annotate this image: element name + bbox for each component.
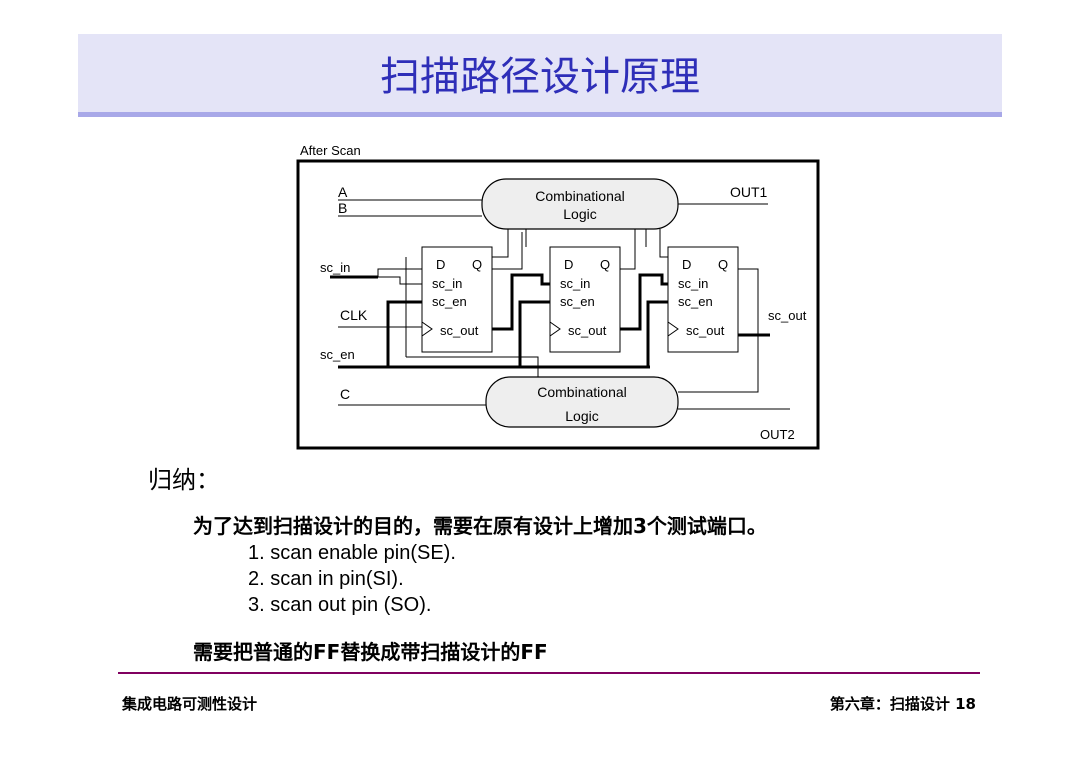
logic-bottom-line2: Logic [565,408,598,424]
summary-heading: 归纳： [148,466,220,494]
output-out2-label: OUT2 [760,427,795,442]
ff2-sc-in: sc_in [560,276,590,291]
ff1-sc-in: sc_in [432,276,462,291]
logic-top-line2: Logic [563,206,596,222]
logic-bottom-line1: Combinational [537,384,627,400]
ff2-q: Q [600,257,610,272]
flip-flop-1 [421,246,493,353]
ff1-d: D [436,257,445,272]
ff3-sc-in: sc_in [678,276,708,291]
ff3-q: Q [718,257,728,272]
title-underline [78,112,1002,117]
ff3-sc-out: sc_out [686,323,725,338]
input-b-label: B [338,200,347,216]
diagram-caption: After Scan [300,143,361,158]
summary-paragraph: 为了达到扫描设计的目的，需要在原有设计上增加3个测试端口。 [193,514,767,538]
ff3-sc-en: sc_en [678,294,713,309]
footer-divider [118,672,980,674]
ff1-q: Q [472,257,482,272]
output-out1-label: OUT1 [730,184,768,200]
flip-flop-3 [667,246,739,353]
logic-top-line1: Combinational [535,188,625,204]
list-item: 1. scan enable pin(SE). [248,542,456,564]
footer-chapter-page: 第六章：扫描设计 18 [829,695,976,713]
ff2-d: D [564,257,573,272]
input-clk-label: CLK [340,307,368,323]
input-sc-in-label: sc_in [320,260,350,275]
slide-title: 扫描路径设计原理 [380,54,700,100]
ff3-d: D [682,257,691,272]
ff1-sc-en: sc_en [432,294,467,309]
scan-path-diagram: After Scan Combinational Logic Combinati… [296,143,820,450]
ff2-sc-en: sc_en [560,294,595,309]
footer-course-title: 集成电路可测性设计 [122,695,258,713]
ff2-sc-out: sc_out [568,323,607,338]
output-sc-out-label: sc_out [768,308,807,323]
input-c-label: C [340,386,350,402]
input-sc-en-label: sc_en [320,347,355,362]
summary-paragraph-2: 需要把普通的FF替换成带扫描设计的FF [193,640,548,664]
list-item: 3. scan out pin (SO). [248,594,432,616]
list-item: 2. scan in pin(SI). [248,568,404,590]
test-port-list: 1. scan enable pin(SE). 2. scan in pin(S… [248,540,456,618]
input-a-label: A [338,184,348,200]
flip-flop-2 [549,246,621,353]
combinational-logic-bottom [485,376,679,428]
title-band [78,34,1002,112]
ff1-sc-out: sc_out [440,323,479,338]
